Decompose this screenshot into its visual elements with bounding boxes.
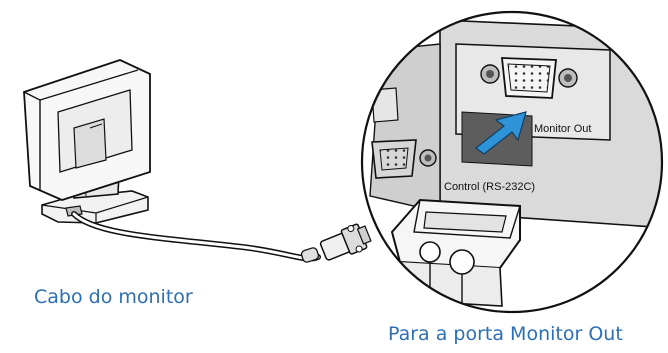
monitor-out-label: Monitor Out [534,123,591,135]
rs232-port [371,139,437,179]
port-caption: Para a porta Monitor Out [388,323,623,345]
control-port-label: Control (RS-232C) [444,181,535,193]
magnified-port-view: Monitor Out Control (RS-232C) [360,10,664,314]
monitor-illustration [23,59,151,224]
insert-direction-arrow-icon [475,111,527,155]
cable-caption: Cabo do monitor [34,286,193,308]
monitor-cable [71,211,372,263]
vga-port [480,57,578,99]
vga-plug [390,198,521,307]
